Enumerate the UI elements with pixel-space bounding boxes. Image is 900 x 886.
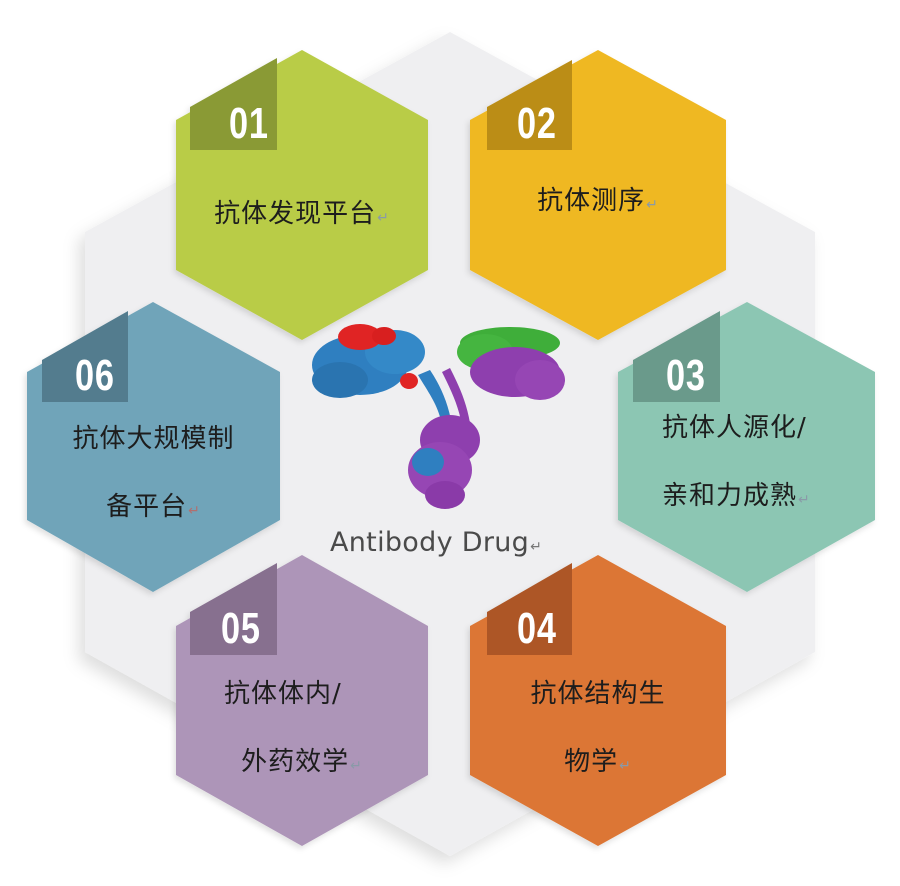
label-02: 抗体测序↵ — [470, 174, 726, 232]
number-tab-02 — [487, 60, 572, 150]
label-05-line-2: 外药效学 — [241, 747, 350, 777]
number-01: 01 — [229, 99, 269, 148]
center-caption: Antibody Drug↵ — [330, 527, 542, 558]
hexagon-04[interactable] — [470, 555, 726, 846]
number-tab-03 — [633, 311, 720, 402]
label-04: 抗体结构生 物学↵ — [470, 667, 726, 793]
number-05: 05 — [221, 604, 261, 653]
label-06-line-2: 备平台 — [106, 492, 188, 522]
number-04: 04 — [517, 604, 557, 653]
paragraph-mark-icon: ↵ — [798, 492, 811, 508]
number-tab-06 — [42, 311, 128, 402]
paragraph-mark-icon: ↵ — [350, 758, 363, 774]
number-tab-05 — [190, 563, 277, 655]
hexagon-03[interactable] — [618, 302, 875, 592]
label-05: 抗体体内/ 外药效学↵ — [176, 667, 428, 793]
hexagon-05[interactable] — [176, 555, 428, 846]
caption-text: Antibody Drug — [330, 527, 530, 558]
hexagon-02[interactable] — [470, 50, 726, 340]
paragraph-mark-icon: ↵ — [646, 197, 659, 213]
label-04-line-1: 抗体结构生 — [530, 679, 666, 709]
number-02: 02 — [517, 99, 557, 148]
label-05-line-1: 抗体体内/ — [224, 679, 342, 709]
antibody-structure-icon — [312, 324, 565, 509]
label-02-line-1: 抗体测序 — [537, 186, 646, 216]
number-06: 06 — [75, 351, 115, 400]
number-03: 03 — [666, 351, 706, 400]
paragraph-mark-icon: ↵ — [377, 210, 390, 226]
label-01-line-1: 抗体发现平台 — [214, 199, 377, 229]
number-tab-01 — [190, 58, 277, 150]
label-06-line-1: 抗体大规模制 — [72, 424, 235, 454]
hexagon-01[interactable] — [176, 50, 428, 340]
label-06: 抗体大规模制 备平台↵ — [27, 412, 280, 538]
number-tab-04 — [487, 563, 572, 655]
hexagon-06[interactable] — [27, 302, 280, 592]
label-03: 抗体人源化/ 亲和力成熟↵ — [628, 401, 892, 527]
paragraph-mark-icon: ↵ — [530, 539, 543, 555]
label-03-line-1: 抗体人源化/ — [662, 413, 807, 443]
paragraph-mark-icon: ↵ — [619, 758, 632, 774]
label-01: 抗体发现平台↵ — [176, 187, 428, 245]
label-04-line-2: 物学 — [564, 747, 619, 777]
label-03-line-2: 亲和力成熟 — [662, 481, 798, 511]
paragraph-mark-icon: ↵ — [188, 503, 201, 519]
